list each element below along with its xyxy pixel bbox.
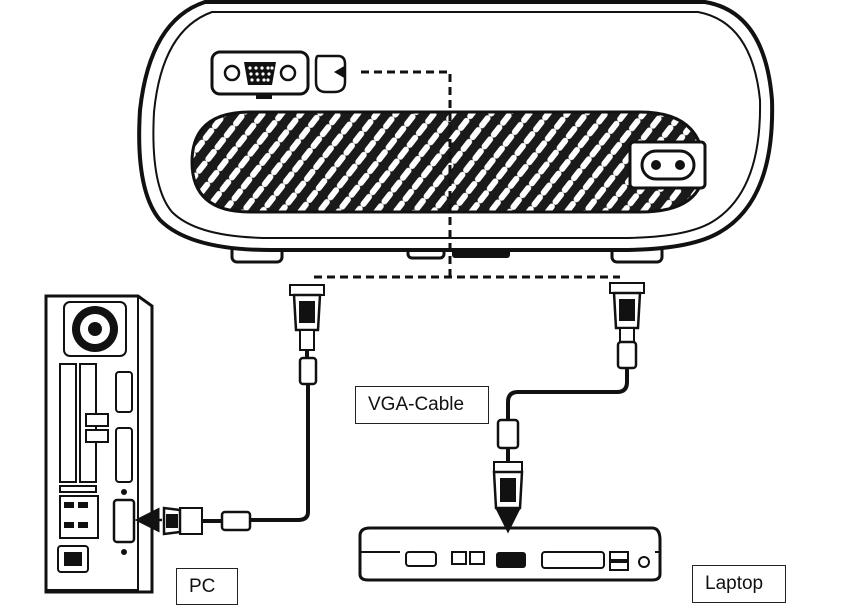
- vga-cable-laptop: [492, 282, 645, 510]
- pc-power-socket: [57, 545, 89, 573]
- pc-tower: [44, 294, 154, 594]
- dashed-connection-line: [314, 70, 620, 279]
- laptop: [358, 526, 662, 582]
- fan-icon: [63, 301, 127, 357]
- projector-vga-port: [210, 50, 310, 99]
- pc-vga-port: [112, 498, 136, 544]
- vga-cable-label: VGA-Cable: [355, 386, 489, 424]
- projector-side-button: [314, 54, 347, 94]
- projector-rim: [152, 11, 762, 239]
- power-socket: [628, 140, 707, 190]
- projector-vent-grille: [190, 110, 706, 214]
- laptop-label: Laptop: [692, 565, 786, 603]
- laptop-vga-port: [496, 552, 526, 568]
- projector: [137, 0, 775, 264]
- vga-cable-pc: [162, 284, 325, 536]
- pc-label: PC: [176, 568, 238, 605]
- port-arrow-icon: [334, 65, 346, 79]
